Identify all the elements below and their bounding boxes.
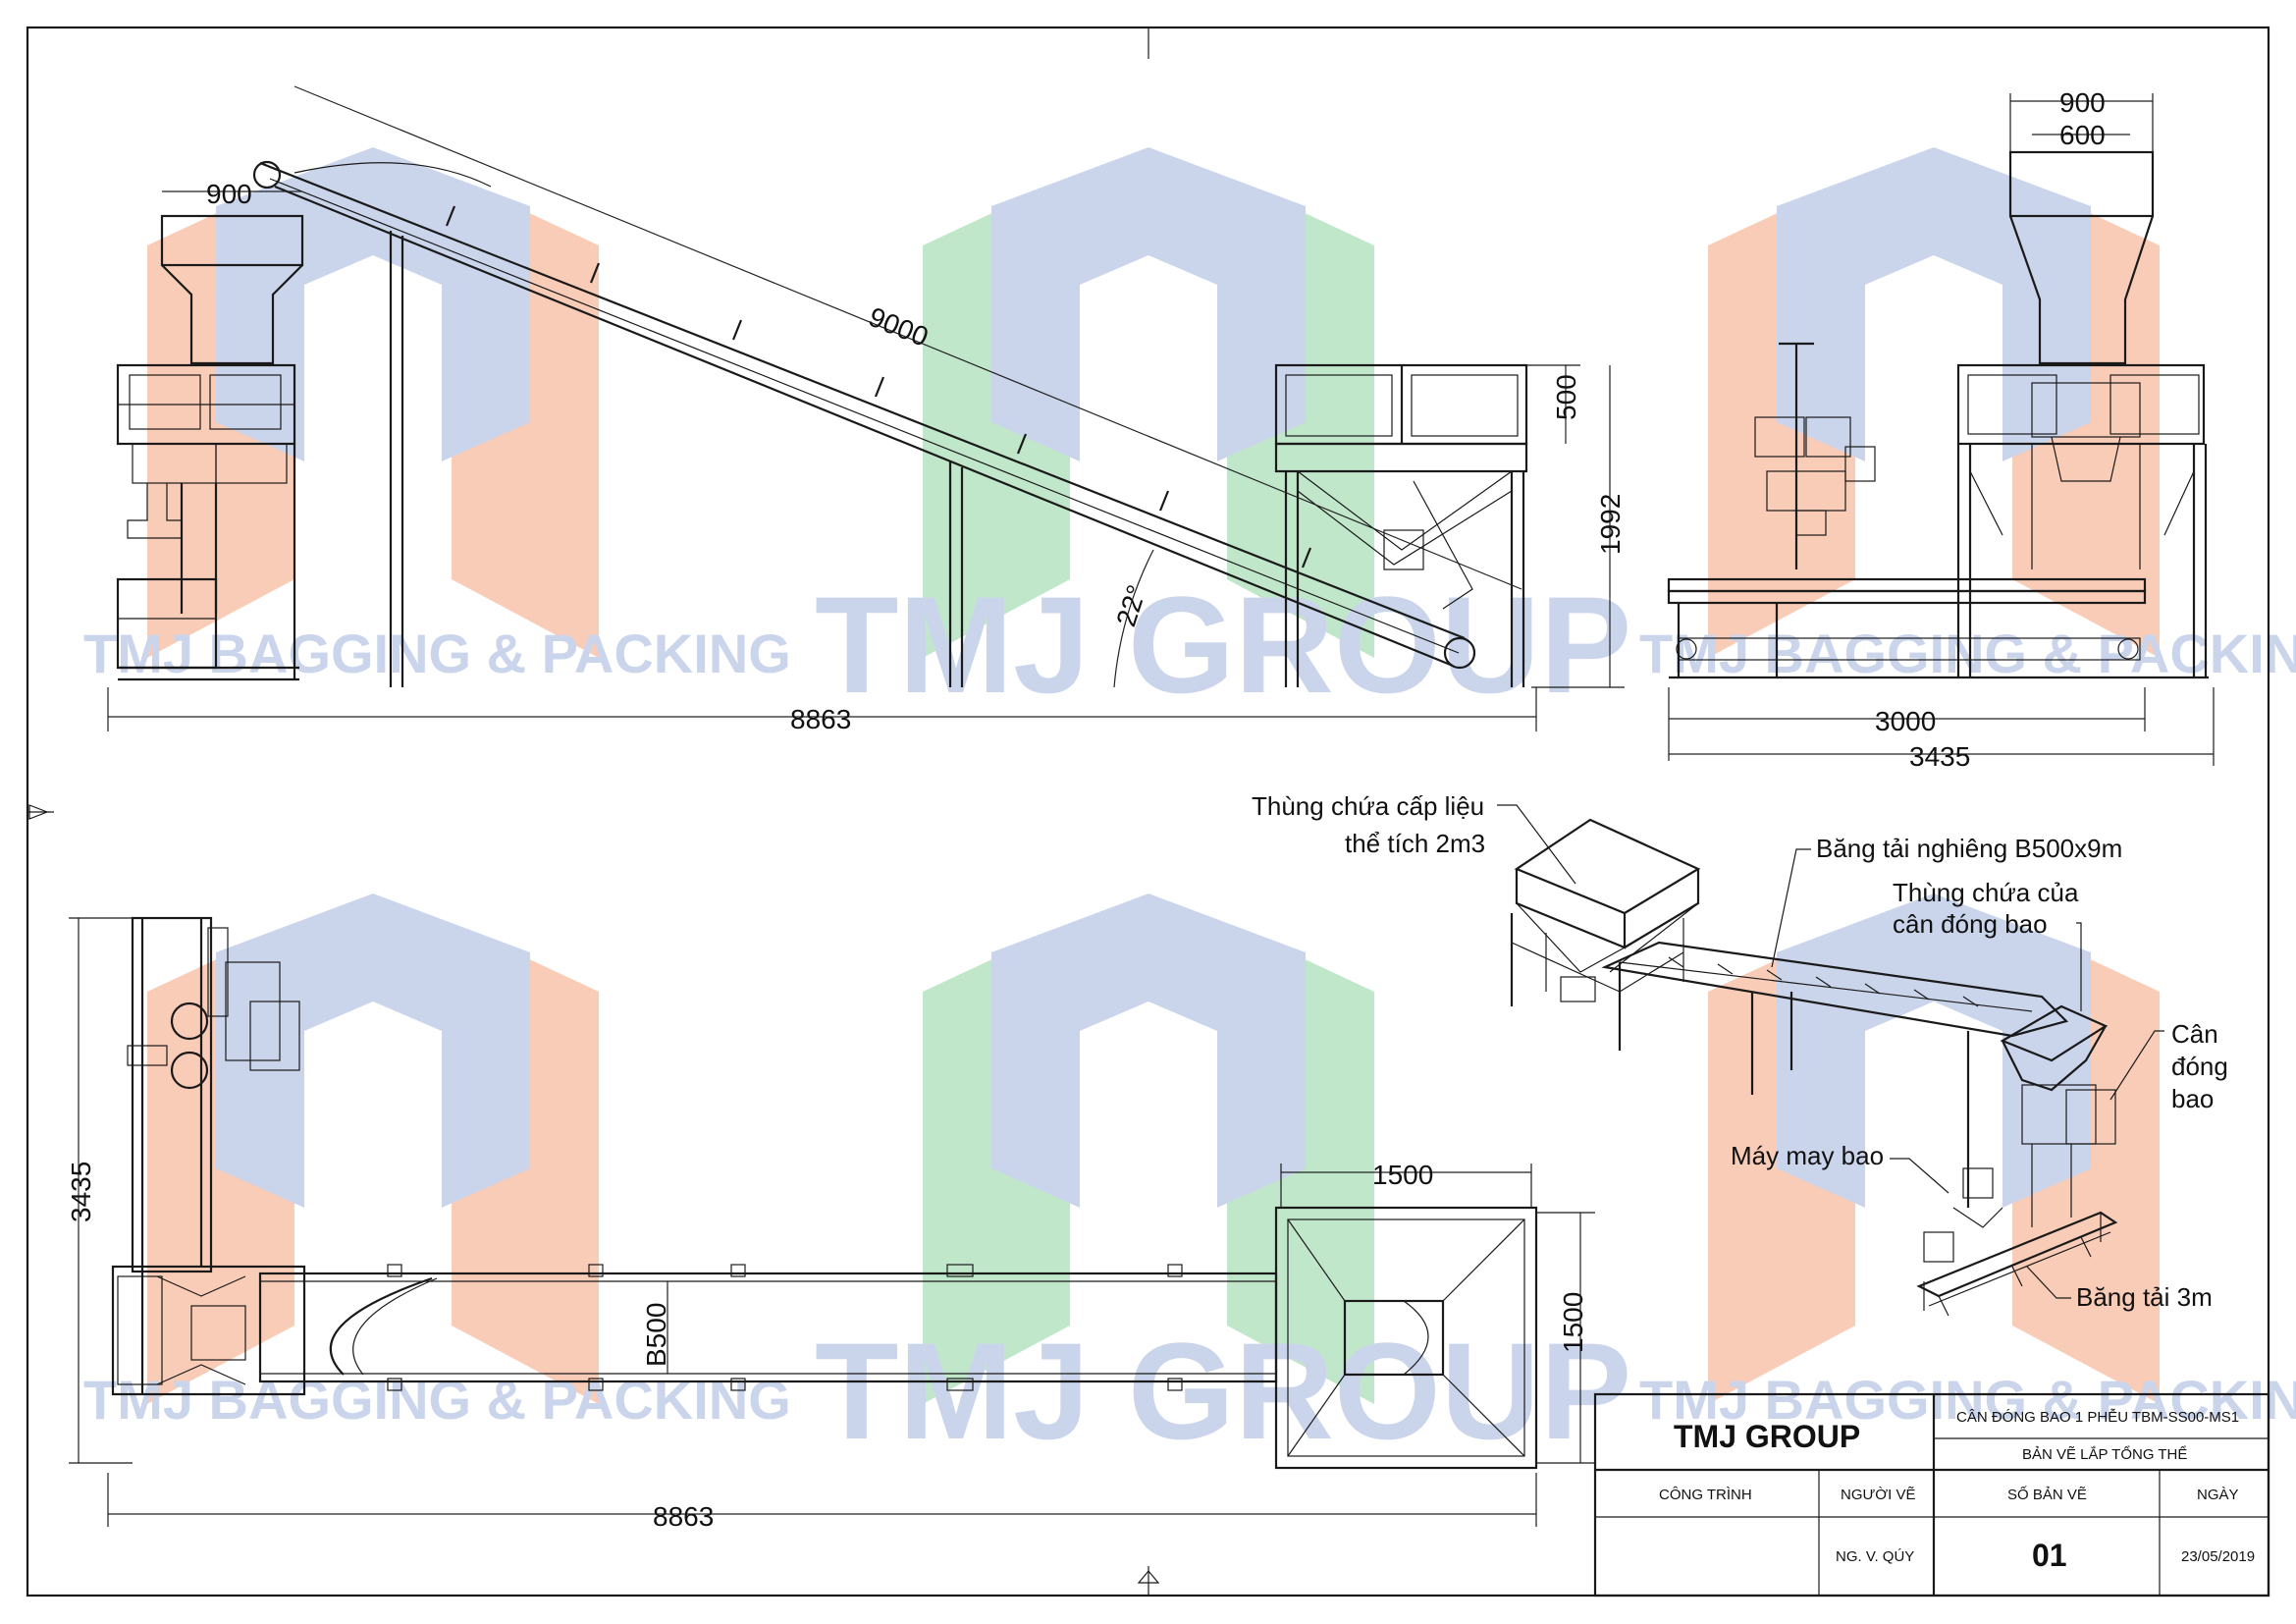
watermark-layer: TMJ GROUP TMJ GROUP TMJ BAGGING & PACKIN… <box>83 147 2296 1468</box>
tb-drawing-no-label: SỐ BẢN VẼ <box>2007 1486 2087 1503</box>
plan-view: 3435 1500 1500 B500 8863 <box>66 916 1595 1532</box>
dim-feed-total-height: 1992 <box>1595 494 1626 555</box>
dim-plan-hopper-width: 1500 <box>1372 1160 1433 1190</box>
callout-bagging-scale-line2: đóng <box>2171 1052 2228 1081</box>
watermark-tagline-text: TMJ BAGGING & PACKING <box>83 1369 791 1431</box>
callout-bagging-scale-line3: bao <box>2171 1084 2214 1113</box>
tb-company: TMJ GROUP <box>1674 1419 1860 1454</box>
callout-belt-3m: Băng tải 3m <box>2076 1282 2213 1312</box>
dim-side-hopper-width: 900 <box>206 179 252 209</box>
callout-feed-hopper-line1: Thùng chứa cấp liệu <box>1252 791 1484 821</box>
plan-feed-hopper <box>1274 1206 1538 1470</box>
watermark-brand-text: TMJ GROUP <box>815 1314 1631 1468</box>
tb-date: 23/05/2019 <box>2181 1548 2255 1565</box>
watermark-logo <box>147 893 599 1404</box>
dim-end-conveyor-width: 3000 <box>1875 706 1936 736</box>
dim-end-top-width: 900 <box>2059 87 2106 118</box>
tb-drawer: NG. V. QÚY <box>1836 1548 1914 1565</box>
callout-scale-hopper-line1: Thùng chứa của <box>1893 878 2079 907</box>
plan-bagging-machine <box>111 916 306 1396</box>
callout-sewing-machine: Máy may bao <box>1731 1141 1884 1170</box>
tb-date-label: NGÀY <box>2197 1487 2239 1503</box>
watermark-logo <box>923 893 1374 1404</box>
tb-drawing-no: 01 <box>2032 1538 2067 1573</box>
tb-drawer-label: NGƯỜI VẼ <box>1841 1487 1916 1503</box>
watermark-logo <box>1708 147 2160 658</box>
callout-incline-conveyor: Băng tải nghiêng B500x9m <box>1816 834 2122 863</box>
tb-product: CÂN ĐÓNG BAO 1 PHỄU TBM-SS00-MS1 <box>1956 1409 2239 1426</box>
tb-drawing-type: BẢN VẼ LẮP TỔNG THỂ <box>2022 1445 2187 1463</box>
iso-bagging-machine <box>1916 1004 2118 1317</box>
dim-conveyor-length: 9000 <box>865 301 933 352</box>
end-elevation-view: 900 600 3000 3435 <box>1667 87 2215 772</box>
dim-end-total-width: 3435 <box>1909 741 1970 772</box>
side-inclined-conveyor <box>252 160 1476 687</box>
plan-dimensions: 3435 1500 1500 B500 8863 <box>66 917 1595 1532</box>
dim-side-total-length: 8863 <box>790 704 851 734</box>
iso-inclined-conveyor <box>1601 941 2069 1208</box>
callout-scale-hopper-line2: cân đóng bao <box>1893 909 2048 939</box>
dim-end-inner-width: 600 <box>2059 120 2106 150</box>
watermark-tagline-text: TMJ BAGGING & PACKING <box>1639 1369 2296 1431</box>
tb-project-label: CÔNG TRÌNH <box>1659 1487 1752 1503</box>
dim-plan-height: 3435 <box>66 1162 96 1222</box>
side-feed-hopper <box>1274 363 1528 687</box>
dim-plan-hopper-depth: 1500 <box>1558 1292 1588 1353</box>
dim-feed-hopper-height: 500 <box>1551 374 1581 420</box>
watermark-logo <box>1708 893 2160 1404</box>
iso-callouts: Thùng chứa cấp liệu thể tích 2m3 Băng tả… <box>1252 791 2228 1312</box>
watermark-tagline-text: TMJ BAGGING & PACKING <box>83 623 791 684</box>
isometric-view: Thùng chứa cấp liệu thể tích 2m3 Băng tả… <box>1252 791 2228 1317</box>
sheet-frame <box>26 26 2270 1597</box>
side-bagging-machine <box>116 214 304 681</box>
watermark-brand-text: TMJ GROUP <box>815 568 1631 722</box>
side-elevation-view: 900 9000 22° 8863 500 1992 <box>107 85 1626 734</box>
dim-plan-total-length: 8863 <box>653 1501 714 1532</box>
callout-bagging-scale-line1: Cân <box>2171 1019 2218 1049</box>
watermark-logo <box>923 147 1374 658</box>
callout-feed-hopper-line2: thể tích 2m3 <box>1345 829 1485 858</box>
watermark-tagline-text: TMJ BAGGING & PACKING <box>1639 623 2296 684</box>
dim-plan-belt-width: B500 <box>641 1303 671 1367</box>
iso-feed-hopper <box>1510 818 1701 1051</box>
side-dimensions: 900 9000 22° 8863 500 1992 <box>107 85 1626 734</box>
title-block: TMJ GROUP CÂN ĐÓNG BAO 1 PHỄU TBM-SS00-M… <box>1593 1392 2270 1597</box>
